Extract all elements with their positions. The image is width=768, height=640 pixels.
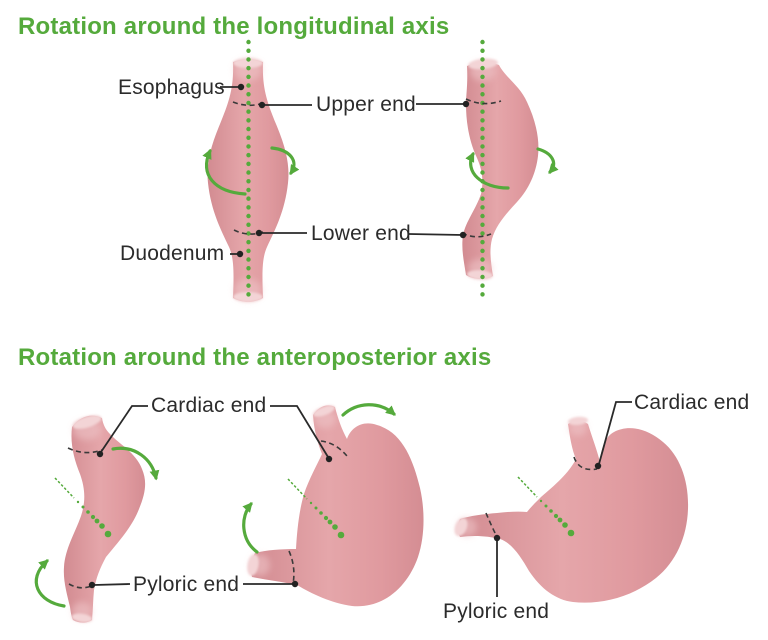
rotation-arrow-icon <box>270 146 300 176</box>
label-anchor-dots <box>236 83 470 258</box>
tube-cut-face <box>247 554 259 576</box>
tube-cut-face <box>233 58 263 68</box>
stomach-stage3-shape <box>457 420 689 603</box>
constriction-dashed-lines <box>67 440 598 589</box>
tube-cut-face <box>72 415 102 429</box>
leader-lines <box>220 86 466 255</box>
label-cardiac-end-left: Cardiac end <box>151 394 267 417</box>
tube-cut-face <box>313 405 335 417</box>
tube-cut-face <box>454 517 468 537</box>
label-anchor-dots <box>88 450 602 589</box>
rotation-arrow-icons <box>202 146 559 196</box>
label-pyloric-end-left: Pyloric end <box>133 573 240 596</box>
stomach-stage1-shape <box>63 415 146 623</box>
stomach-stage2-shape <box>251 405 424 607</box>
tube-cut-face <box>71 613 93 623</box>
tube-cut-face <box>233 292 263 302</box>
anteroposterior-axis-line <box>517 476 575 537</box>
section-title-longitudinal: Rotation around the longitudinal axis <box>18 13 450 40</box>
anteroposterior-axis-line <box>287 478 345 539</box>
label-lower-end: Lower end <box>311 222 411 245</box>
rotation-arrow-icons <box>34 403 396 608</box>
rotation-arrow-icon <box>536 147 559 174</box>
anteroposterior-axis-line <box>54 477 112 538</box>
leader-lines <box>93 401 632 597</box>
longitudinal-rotation-diagram <box>202 39 559 306</box>
rotation-arrow-icon <box>341 403 396 417</box>
rotation-arrow-icon <box>242 502 259 554</box>
rotation-arrow-icon <box>34 559 66 608</box>
rotation-arrow-icon <box>111 446 160 481</box>
tube-cut-face <box>468 58 498 70</box>
stomach-curved-shape <box>462 61 539 279</box>
rotation-arrow-icon <box>465 151 510 190</box>
label-pyloric-end-right: Pyloric end <box>443 600 550 623</box>
rotation-arrow-icon <box>202 148 247 196</box>
label-esophagus: Esophagus <box>118 76 225 99</box>
label-cardiac-end-right: Cardiac end <box>634 391 750 414</box>
section-title-anteroposterior: Rotation around the anteroposterior axis <box>18 344 492 371</box>
label-upper-end: Upper end <box>316 93 416 116</box>
tube-cut-face <box>568 416 588 426</box>
anteroposterior-rotation-diagram <box>34 401 689 623</box>
label-duodenum: Duodenum <box>120 242 225 265</box>
tube-cut-face <box>467 270 493 280</box>
